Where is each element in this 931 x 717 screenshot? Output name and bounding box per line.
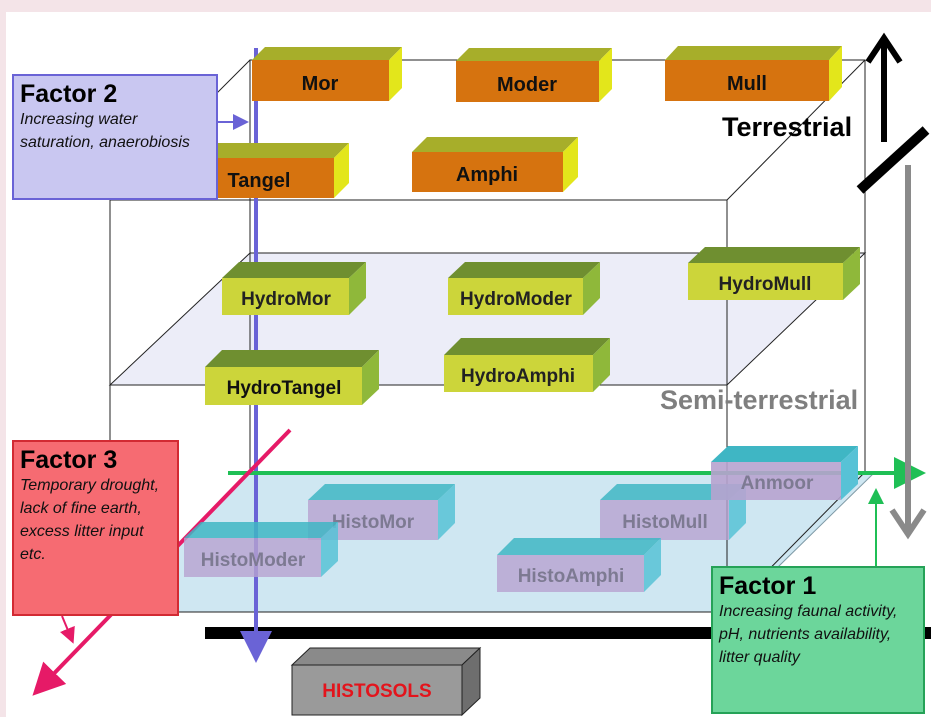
box-hydrotangel-label: HydroTangel <box>227 378 342 399</box>
box-hydromull: HydroMull <box>688 247 860 300</box>
box-mull-label: Mull <box>727 73 767 95</box>
box-histomor: HistoMor <box>308 484 455 540</box>
boundary-slash <box>856 126 930 194</box>
semi-terrestrial-arrow <box>889 165 927 540</box>
box-mull: Mull <box>665 46 842 101</box>
box-moder-label: Moder <box>497 74 557 96</box>
box-histoamphi: HistoAmphi <box>497 538 661 592</box>
box-histosols: HISTOSOLS <box>290 646 482 717</box>
box-histomoder-label: HistoModer <box>201 550 306 571</box>
box-histoamphi-label: HistoAmphi <box>518 566 625 587</box>
box-hydromor: HydroMor <box>222 262 366 315</box>
factor2-title: Factor 2 <box>20 80 118 108</box>
box-amphi-label: Amphi <box>456 164 518 186</box>
box-histosols-label: HISTOSOLS <box>322 681 431 702</box>
factor2-box: Factor 2 Increasing water saturation, an… <box>12 74 218 200</box>
box-hydroamphi-label: HydroAmphi <box>461 366 575 387</box>
box-tangel-label: Tangel <box>228 170 291 192</box>
box-hydromor-label: HydroMor <box>241 289 331 310</box>
box-anmoor: Anmoor <box>711 446 858 500</box>
terrestrial-label: Terrestrial <box>722 112 853 142</box>
factor3-title: Factor 3 <box>20 446 118 474</box>
box-anmoor-label: Anmoor <box>741 473 814 494</box>
box-histomull: HistoMull <box>600 484 746 540</box>
box-amphi: Amphi <box>412 137 578 192</box>
factor3-description: Temporary drought, lack of fine earth, e… <box>20 477 160 563</box>
factor3-pointer <box>60 615 75 644</box>
semi-terrestrial-label: Semi-terrestrial <box>660 385 859 415</box>
factor1-description: Increasing faunal activity, pH, nutrient… <box>719 603 898 666</box>
box-mor: Mor <box>252 47 402 101</box>
box-histomull-label: HistoMull <box>622 512 708 533</box>
box-hydrotangel: HydroTangel <box>205 350 379 405</box>
terrestrial-arrow <box>865 32 903 142</box>
box-moder: Moder <box>456 48 612 102</box>
box-hydromull-label: HydroMull <box>719 274 812 295</box>
factor3-box: Factor 3 Temporary drought, lack of fine… <box>12 440 179 616</box>
factor1-box: Factor 1 Increasing faunal activity, pH,… <box>711 566 925 714</box>
factor2-description: Increasing water saturation, anaerobiosi… <box>20 111 190 151</box>
box-hydroamphi: HydroAmphi <box>444 338 610 392</box>
box-histomoder: HistoModer <box>184 522 338 577</box>
box-hydromoder: HydroModer <box>448 262 600 315</box>
box-hydromoder-label: HydroModer <box>460 289 573 310</box>
box-mor-label: Mor <box>302 73 339 95</box>
factor1-title: Factor 1 <box>719 572 817 600</box>
box-histomor-label: HistoMor <box>332 512 415 533</box>
